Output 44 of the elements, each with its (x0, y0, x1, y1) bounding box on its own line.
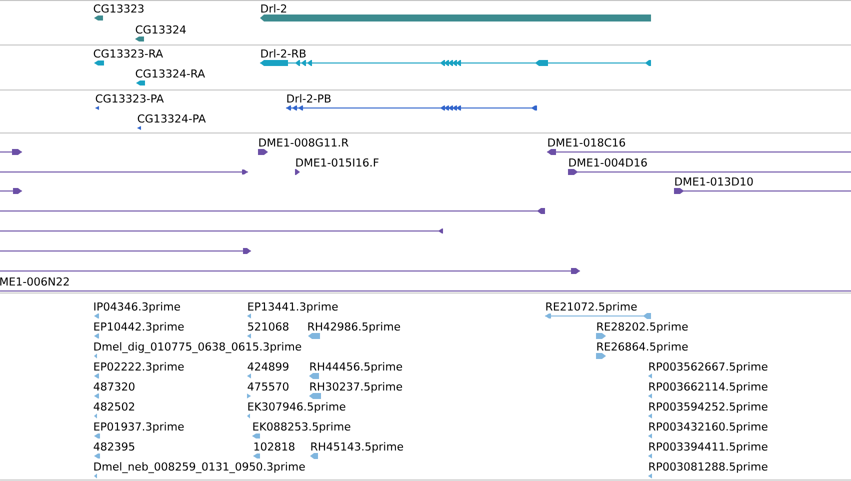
feature-label: RP003394411.5prime (649, 442, 768, 453)
feature-label: RE28202.5prime (597, 322, 688, 333)
feature-label: DME1-013D10 (675, 177, 753, 186)
feature-label: 521068 (248, 322, 288, 331)
feature-label: RH30237.5prime (310, 382, 402, 393)
feature-label: Drl-2-RB (261, 49, 306, 58)
feature-label: RP003594252.5prime (649, 402, 768, 413)
feature-label: Dmel_dig_010775_0638_0615.3prime (94, 342, 302, 354)
feature-label: EP01937.3prime (94, 422, 184, 433)
feature-label: IP04346.3prime (94, 302, 180, 313)
feature-label: EK307946.5prime (248, 402, 346, 413)
feature-label: RP003432160.5prime (649, 422, 768, 433)
feature-label: RP003662114.5prime (649, 382, 768, 393)
feature-label: CG13323 (94, 4, 144, 13)
feature-label: CG13324-PA (138, 114, 206, 123)
feature-label: RH42986.5prime (308, 322, 400, 333)
feature-label: ME1-006N22 (0, 277, 69, 286)
feature-label: EK088253.5prime (253, 422, 350, 433)
feature-label: RH44456.5prime (310, 362, 402, 373)
feature-label: RE21072.5prime (546, 302, 637, 313)
feature-label: 482502 (94, 402, 134, 411)
feature-label: EP02222.3prime (94, 362, 184, 373)
feature-label: Dmel_neb_008259_0131_0950.3prime (94, 462, 305, 474)
feature-label: CG13323-RA (94, 49, 163, 58)
feature-label: 102818 (254, 442, 294, 451)
feature-label: RE26864.5prime (597, 342, 688, 353)
feature-label: Drl-2 (261, 4, 286, 12)
feature-label: DME1-004D16 (569, 158, 647, 167)
feature-label: DME1-018C16 (548, 138, 626, 147)
feature-label: EP10442.3prime (94, 322, 184, 333)
feature-label: EP13441.3prime (248, 302, 338, 313)
feature-label: Drl-2-PB (287, 94, 331, 102)
feature-label: DME1-008G11.R (259, 138, 348, 147)
feature-label: 487320 (94, 382, 134, 391)
feature-label: RP003562667.5prime (649, 362, 768, 373)
feature-label: DME1-015I16.F (296, 158, 378, 167)
feature-label: CG13324 (136, 25, 186, 34)
feature-label: 482395 (94, 442, 134, 451)
feature-label: RH45143.5prime (311, 442, 404, 453)
feature-label: CG13323-PA (96, 94, 164, 103)
feature-label: 424899 (248, 362, 288, 371)
feature-label: RP003081288.5prime (649, 462, 768, 473)
feature-label: 475570 (248, 382, 288, 391)
feature-label: CG13324-RA (136, 69, 205, 78)
